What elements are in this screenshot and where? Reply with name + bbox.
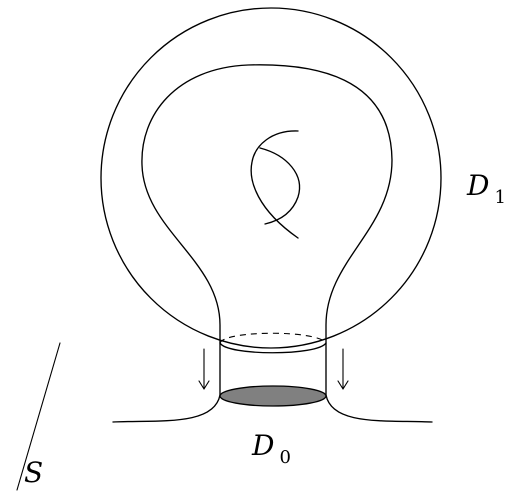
label-s: S [24,456,43,489]
label-d0: D 0 [251,429,291,468]
right-arrow-head [337,380,349,390]
surface-left-flare [112,394,221,423]
label-d0-sub: 0 [280,447,291,468]
bulb-tube-outline [141,64,393,396]
label-d1-sub: 1 [495,187,506,208]
hole-right-curve [259,147,301,225]
label-d1-main: D [466,169,489,202]
shaded-disk-d0 [219,385,327,407]
hole-left-curve [250,130,299,239]
left-arrow-head [198,380,210,390]
label-d1: D 1 [466,169,506,208]
label-d0-main: D [251,429,274,462]
neck-disk-solid-edge [219,342,327,354]
surface-right-flare [325,394,433,423]
surface-s-line [16,342,61,491]
neck-disk-dashed-edge [219,332,327,344]
outer-circle [100,7,442,349]
